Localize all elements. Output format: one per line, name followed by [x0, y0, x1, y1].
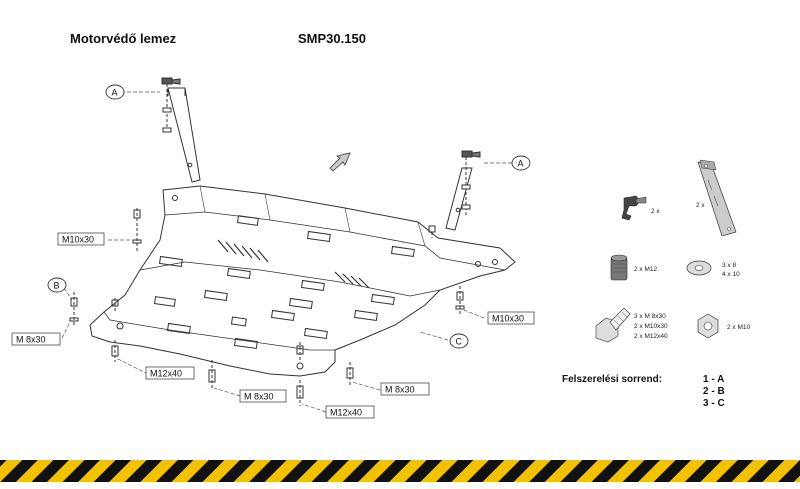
bolt-label-m8x30-right-text: M 8x30: [385, 385, 415, 395]
install-step-1: 1 - A: [703, 374, 724, 385]
bolts-line-1: 3 x M 8x30: [634, 313, 666, 320]
hazard-stripe: [0, 460, 800, 482]
bolt-label-m8x30-bottom-text: M 8x30: [244, 392, 274, 402]
install-step-3: 3 - C: [703, 398, 725, 409]
washer-qty-1: 3 x 8: [722, 262, 736, 269]
rivet-nut-qty: 2 x M12: [634, 266, 658, 273]
top-clip-a-right: [461, 150, 481, 215]
callout-b-label: B: [54, 281, 60, 291]
right-support-bracket: [445, 167, 473, 231]
skid-plate: [89, 185, 516, 377]
callout-b: B: [47, 277, 67, 293]
bolt-label-m10x30-right: M10x30: [487, 311, 535, 325]
install-step-2: 2 - B: [703, 386, 725, 397]
bracket-part: 2 x: [696, 159, 737, 237]
bolt-label-m8x30-bottom: M 8x30: [239, 389, 287, 403]
install-title: Felszerelési sorrend:: [562, 374, 662, 385]
hex-nut-part: 2 x M10: [697, 313, 751, 339]
diagram-title: Motorvédő lemez: [70, 31, 177, 46]
bolt-label-m10x30-left: M10x30: [57, 232, 105, 246]
left-support-bracket: [167, 87, 201, 183]
bolt-label-m10x30-left-text: M10x30: [62, 235, 94, 245]
bolts-line-2: 2 x M10x30: [634, 323, 668, 330]
hex-nut-qty: 2 x M10: [727, 324, 751, 331]
callout-a-top: A: [105, 84, 125, 100]
bolt-label-m10x30-right-text: M10x30: [492, 314, 524, 324]
bolt-label-m12x40-left: M12x40: [145, 366, 195, 380]
product-code: SMP30.150: [298, 31, 366, 46]
callout-a-top-label: A: [112, 88, 118, 98]
bracket-qty: 2 x: [696, 202, 705, 209]
rivet-nut-part: 2 x M12: [610, 254, 658, 281]
washer-part: 3 x 8 4 x 10: [686, 260, 740, 278]
bolt-label-m12x40-left-text: M12x40: [150, 369, 182, 379]
bolt-stack-left-m8: [69, 292, 119, 325]
install-sequence: Felszerelési sorrend: 1 - A 2 - B 3 - C: [562, 374, 725, 409]
bolt-stack-bottom: [111, 340, 354, 406]
bolt-stack-right-m10: [428, 225, 465, 316]
direction-arrow-icon: [329, 152, 351, 172]
callout-c: C: [449, 333, 469, 349]
leader-lines: [61, 91, 512, 413]
bolt-label-m8x30-left: M 8x30: [11, 332, 61, 346]
bolt-label-m12x40-bottom: M12x40: [325, 405, 375, 419]
callout-a-right-label: A: [518, 159, 524, 169]
callout-a-right: A: [511, 155, 531, 171]
top-clip-a-left: [161, 77, 181, 133]
bolt-stack-left-m10: [132, 208, 142, 252]
bolt-label-m12x40-bottom-text: M12x40: [330, 408, 362, 418]
bolt-label-m8x30-right: M 8x30: [380, 382, 430, 396]
clip-part: 2 x: [621, 195, 660, 221]
bolt-part: 3 x M 8x30 2 x M10x30 2 x M12x40: [595, 307, 668, 343]
bolt-label-m8x30-left-text: M 8x30: [16, 335, 46, 345]
washer-qty-2: 4 x 10: [722, 271, 740, 278]
bolts-line-3: 2 x M12x40: [634, 333, 668, 340]
parts-legend: 2 x 2 x 2 x M12 3 x 8 4 x 10 3 x M 8: [595, 159, 751, 343]
clip-qty: 2 x: [651, 208, 660, 215]
callout-c-label: C: [456, 337, 463, 347]
